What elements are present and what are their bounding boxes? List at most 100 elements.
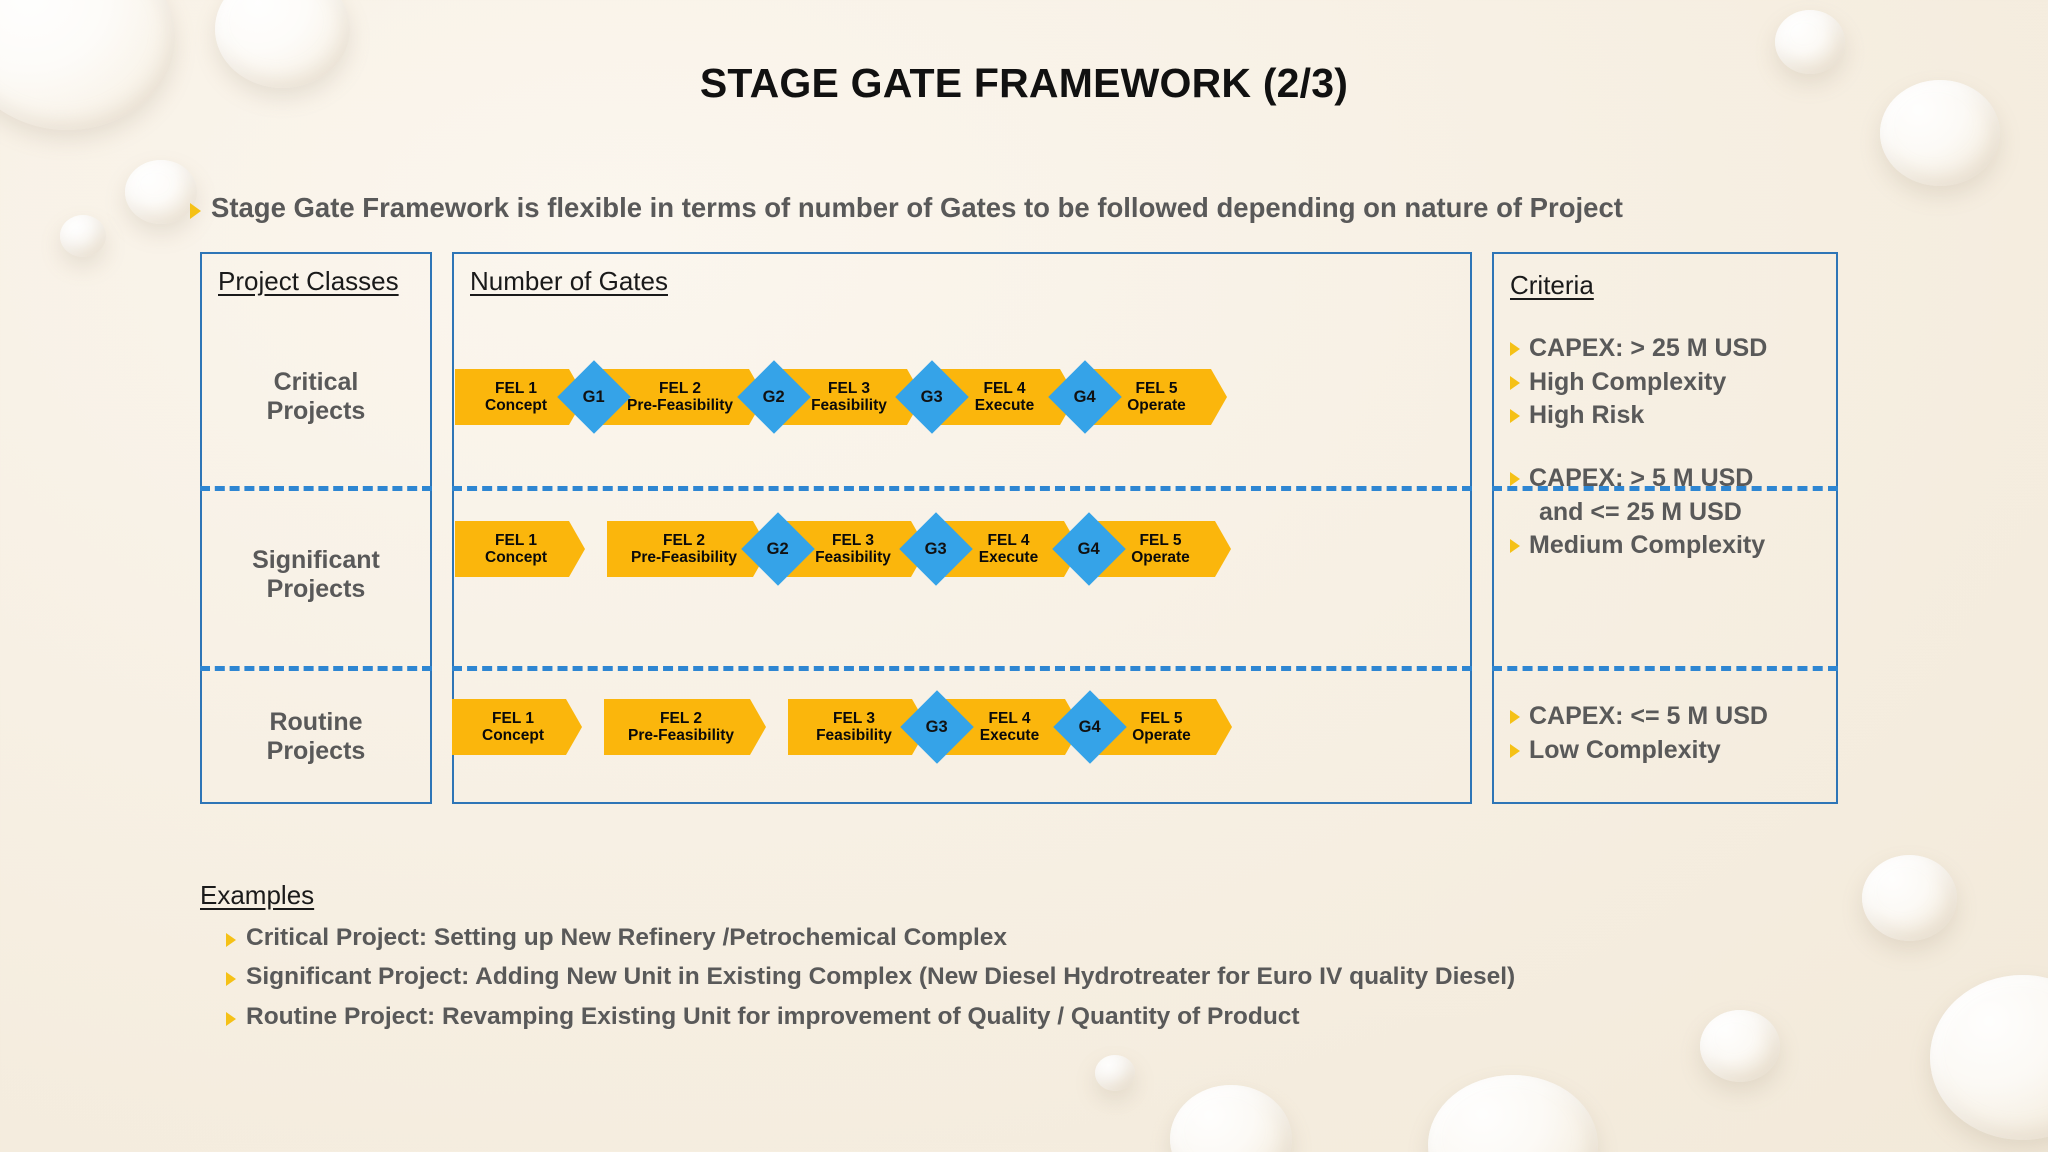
triangle-bullet-icon: [226, 972, 236, 987]
gate-label: G4: [1077, 539, 1101, 558]
triangle-bullet-icon: [1510, 743, 1520, 758]
stage-title: FEL 2: [660, 709, 702, 727]
stage-gap: [766, 727, 788, 728]
gate-label: G2: [766, 539, 790, 558]
triangle-bullet-icon: [1510, 472, 1520, 486]
gate-label: G1: [582, 387, 606, 406]
criteria-item: and <= 25 M USD: [1510, 496, 1832, 530]
project-class-routine: Routine Projects: [200, 670, 432, 804]
project-classes-box: [200, 252, 432, 804]
criteria-text: Medium Complexity: [1529, 531, 1766, 559]
stage-subtitle: Concept: [485, 549, 547, 566]
gate-label: G2: [762, 387, 786, 406]
criteria-list-routine: CAPEX: <= 5 M USD Low Complexity: [1510, 700, 1832, 767]
example-text: Critical Project: Setting up New Refiner…: [246, 924, 1008, 951]
stage-title: FEL 4: [988, 709, 1031, 727]
class-label-line1: Routine: [269, 707, 363, 736]
criteria-box: [1492, 252, 1838, 804]
stage-subtitle: Pre-Feasibility: [628, 727, 734, 744]
droplet-decor: [125, 160, 197, 224]
stage-title: FEL 3: [828, 379, 870, 397]
criteria-item: CAPEX: <= 5 M USD: [1510, 700, 1832, 734]
row-divider: [1492, 666, 1838, 671]
stage-title: FEL 2: [663, 531, 705, 549]
example-item: Significant Project: Adding New Unit in …: [226, 962, 1515, 991]
droplet-decor: [1095, 1055, 1135, 1091]
stage-subtitle: Execute: [978, 549, 1039, 566]
stage-title: FEL 1: [495, 379, 537, 397]
stage-title: FEL 5: [1135, 379, 1178, 397]
row-divider: [1492, 486, 1838, 491]
project-classes-column: Project Classes Critical Projects Signif…: [200, 252, 432, 804]
number-of-gates-box: [452, 252, 1472, 804]
criteria-text: High Risk: [1529, 401, 1645, 429]
gate-label: G4: [1078, 717, 1102, 736]
criteria-item: High Complexity: [1510, 366, 1832, 400]
class-label-line2: Projects: [266, 737, 366, 765]
row-divider: [452, 486, 1472, 491]
example-item: Critical Project: Setting up New Refiner…: [226, 923, 1515, 952]
examples-list: Critical Project: Setting up New Refiner…: [200, 923, 1515, 1031]
gate-label: G3: [924, 539, 948, 558]
droplet-decor: [60, 215, 106, 257]
number-of-gates-header: Number of Gates: [470, 266, 668, 296]
stage-title: FEL 3: [832, 531, 874, 549]
triangle-bullet-icon: [1510, 710, 1520, 724]
stage-gap: [585, 549, 607, 550]
droplet-decor: [1700, 1010, 1780, 1082]
stage-gap: [582, 727, 604, 728]
gate-label: G4: [1073, 387, 1097, 406]
droplet-decor: [1862, 855, 1957, 941]
example-item: Routine Project: Revamping Existing Unit…: [226, 1002, 1515, 1031]
droplet-decor: [1930, 975, 2048, 1140]
stage-title: FEL 3: [833, 709, 875, 727]
intro-bullet-row: Stage Gate Framework is flexible in term…: [190, 192, 1860, 224]
triangle-bullet-icon: [190, 203, 201, 219]
criteria-item: High Risk: [1510, 399, 1832, 433]
criteria-text: Low Complexity: [1529, 735, 1721, 764]
slide-title: STAGE GATE FRAMEWORK (2/3): [699, 60, 1349, 106]
criteria-item: CAPEX: > 25 M USD: [1510, 332, 1832, 366]
stage-title: FEL 4: [983, 379, 1026, 397]
example-text: Routine Project: Revamping Existing Unit…: [246, 1002, 1300, 1030]
gate-label: G3: [925, 717, 949, 736]
criteria-item: Low Complexity: [1510, 734, 1832, 768]
stage-subtitle: Operate: [1131, 549, 1190, 566]
project-classes-header: Project Classes: [218, 266, 399, 296]
stage-subtitle: Feasibility: [816, 727, 892, 744]
row-divider: [200, 666, 432, 671]
project-class-critical: Critical Projects: [200, 312, 432, 482]
criteria-header: Criteria: [1510, 270, 1594, 300]
criteria-text: High Complexity: [1529, 367, 1727, 396]
class-label-line1: Significant: [252, 545, 380, 574]
stage-subtitle: Operate: [1132, 727, 1191, 744]
triangle-bullet-icon: [226, 1011, 236, 1026]
criteria-text: CAPEX: <= 5 M USD: [1529, 702, 1768, 730]
droplet-decor: [1428, 1075, 1598, 1152]
stage-title: FEL 1: [492, 709, 534, 727]
stage-title: FEL 4: [987, 531, 1030, 549]
criteria-text: and <= 25 M USD: [1539, 497, 1742, 526]
triangle-bullet-icon: [226, 933, 236, 947]
criteria-item: Medium Complexity: [1510, 529, 1832, 563]
class-label-line1: Critical: [273, 367, 359, 396]
stage-subtitle: Operate: [1127, 397, 1186, 414]
stage-subtitle: Feasibility: [815, 549, 891, 566]
stage-subtitle: Pre-Feasibility: [627, 397, 733, 414]
stage-subtitle: Concept: [485, 397, 547, 414]
gate-label: G3: [920, 387, 944, 406]
droplet-decor: [1170, 1085, 1292, 1152]
stage-subtitle: Feasibility: [811, 397, 887, 414]
class-label-line2: Projects: [266, 397, 366, 425]
criteria-text: CAPEX: > 25 M USD: [1529, 334, 1768, 362]
triangle-bullet-icon: [1510, 375, 1520, 390]
